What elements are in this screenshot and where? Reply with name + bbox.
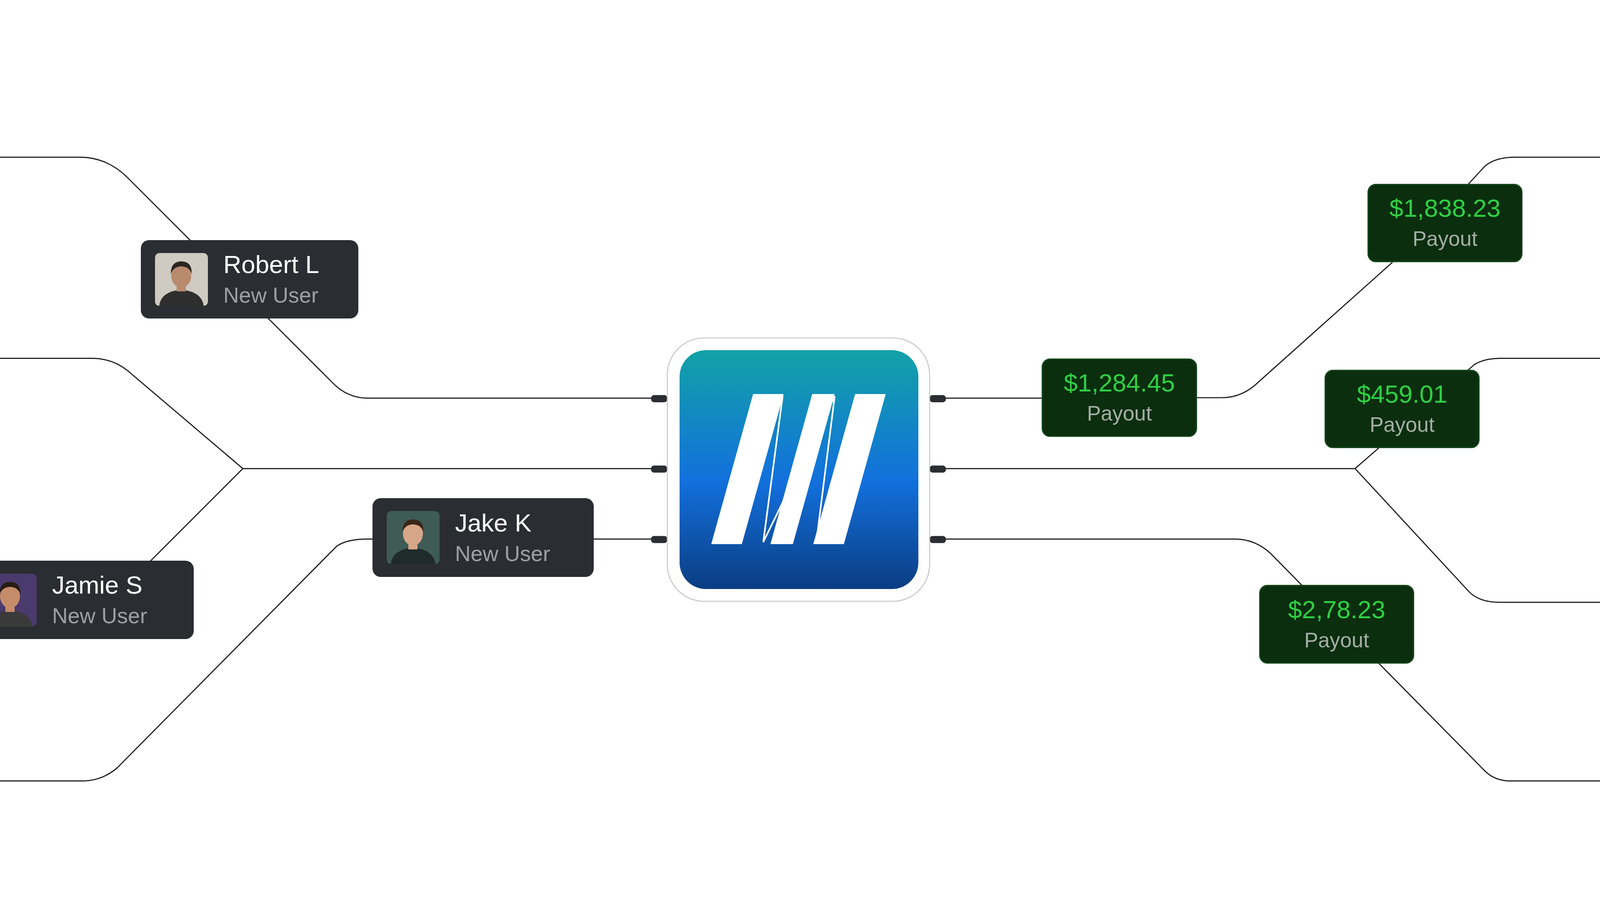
text-column: Jake KNew User: [455, 497, 590, 577]
text-column: Jamie SNew User: [52, 560, 190, 639]
user-name: Robert L: [223, 248, 355, 281]
text-column: $1,838.23Payout: [1368, 185, 1522, 261]
payout-amount: $2,78.23: [1287, 593, 1386, 626]
logo-frame: [667, 337, 930, 602]
logo-zigzag: [763, 395, 835, 542]
wire-line: [0, 358, 653, 469]
wire-line: [945, 538, 1600, 781]
user-status: New User: [455, 538, 590, 568]
avatar-bg: [155, 252, 208, 306]
port-stub: [650, 535, 668, 543]
port-stub: [650, 395, 668, 403]
payout-label: Payout: [1304, 625, 1370, 655]
payout-card: $1,284.45Payout: [1041, 358, 1198, 437]
text-column: $459.01Payout: [1325, 370, 1479, 447]
wire-line: [1355, 468, 1600, 603]
text-column: Robert LNew User: [223, 240, 355, 319]
logo-tile: [679, 350, 919, 589]
user-name: Jake K: [455, 507, 590, 539]
text-column: $1,284.45Payout: [1042, 359, 1196, 436]
avatar-photo: [155, 252, 208, 306]
wire-line: [945, 467, 1355, 470]
wire-line: [945, 397, 1052, 399]
avatar-hair: [170, 261, 192, 274]
payout-amount: $459.01: [1357, 378, 1448, 410]
payout-label: Payout: [1087, 398, 1153, 428]
avatar-photo: [386, 510, 440, 564]
port-stub: [650, 465, 668, 473]
avatar-photo: [0, 573, 37, 627]
avatar-shoulders: [0, 610, 33, 627]
payout-amount: $1,284.45: [1063, 367, 1175, 399]
user-card: Jamie SNew User: [0, 560, 194, 639]
user-status: New User: [52, 600, 190, 630]
user-card: Jake KNew User: [372, 497, 594, 577]
payout-label: Payout: [1369, 410, 1435, 440]
avatar-bg: [386, 510, 440, 564]
text-column: $2,78.23Payout: [1260, 585, 1413, 663]
wire-line: [0, 157, 653, 398]
payout-card: $459.01Payout: [1324, 369, 1480, 448]
port-stub: [929, 395, 946, 403]
port-stub: [929, 465, 946, 473]
port-stub: [929, 535, 946, 543]
avatar-bg: [0, 573, 37, 627]
avatar-shoulders: [390, 547, 436, 564]
payout-label: Payout: [1412, 224, 1478, 254]
avatar-shoulders: [159, 289, 204, 306]
payout-card: $1,838.23Payout: [1367, 183, 1523, 263]
payout-card: $2,78.23Payout: [1259, 584, 1415, 664]
user-name: Jamie S: [52, 569, 190, 601]
avatar-hair: [0, 581, 21, 595]
user-card: Robert LNew User: [140, 240, 359, 319]
avatar-hair: [402, 519, 424, 532]
user-status: New User: [223, 280, 355, 310]
payout-amount: $1,838.23: [1389, 192, 1501, 225]
